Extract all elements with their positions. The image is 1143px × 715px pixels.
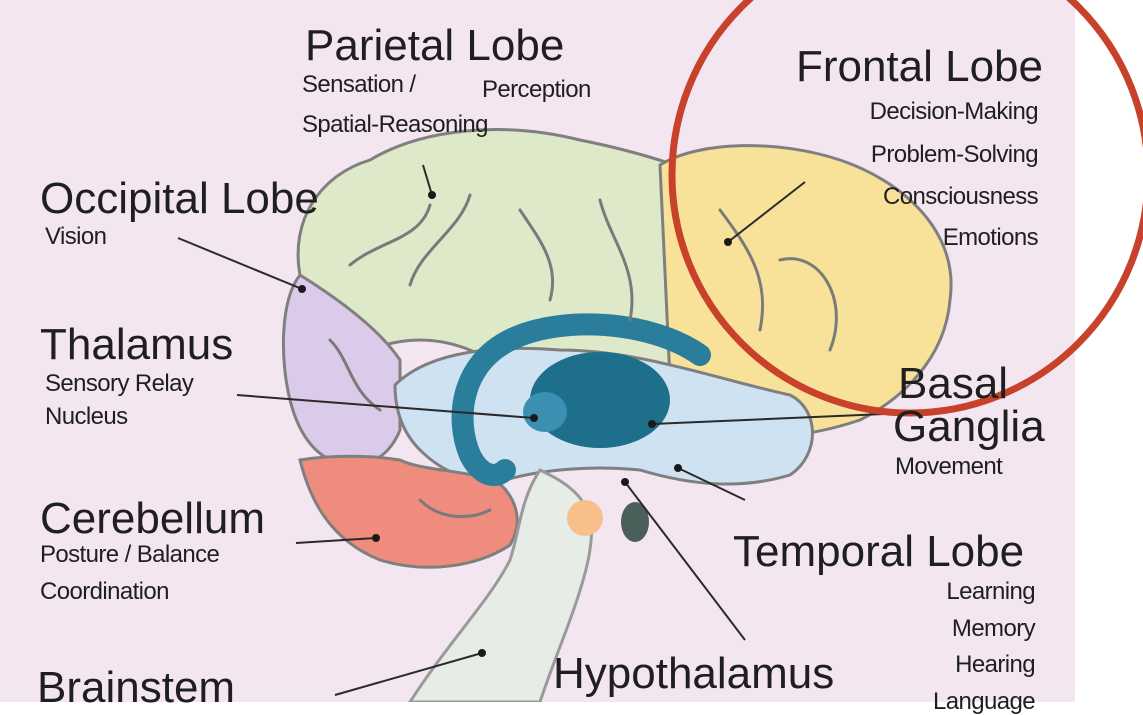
occipital-lobe-title: Occipital Lobe bbox=[40, 177, 319, 221]
parietal-lobe-title: Parietal Lobe bbox=[305, 24, 564, 68]
frontal-function-problem: Problem-Solving bbox=[871, 143, 1038, 167]
frontal-function-consciousness: Consciousness bbox=[883, 185, 1038, 209]
occipital-dot bbox=[298, 285, 306, 293]
basal-ganglia-title-line1: Basal bbox=[898, 362, 1008, 406]
thalamus-highlight bbox=[523, 392, 567, 432]
basal-function-movement: Movement bbox=[895, 455, 1002, 479]
pituitary bbox=[567, 500, 603, 536]
temporal-lobe-title: Temporal Lobe bbox=[733, 530, 1024, 574]
thalamus-function-relay: Sensory Relay bbox=[45, 372, 193, 396]
cerebellum-title: Cerebellum bbox=[40, 497, 265, 541]
basal-ganglia-title-line2: Ganglia bbox=[893, 405, 1045, 449]
occipital-function-vision: Vision bbox=[45, 225, 106, 249]
thalamus-function-nucleus: Nucleus bbox=[45, 405, 128, 429]
temporal-function-hearing: Hearing bbox=[955, 653, 1035, 677]
cerebellum-dot bbox=[372, 534, 380, 542]
frontal-function-decision: Decision-Making bbox=[870, 100, 1038, 124]
frontal-lobe-title: Frontal Lobe bbox=[796, 45, 1043, 89]
basal-dot bbox=[648, 420, 656, 428]
brainstem-dot bbox=[478, 649, 486, 657]
parietal-dot bbox=[428, 191, 436, 199]
thalamus-dot bbox=[530, 414, 538, 422]
cerebellum-function-coordination: Coordination bbox=[40, 580, 169, 604]
thalamus-title: Thalamus bbox=[40, 323, 233, 367]
parietal-function-sensation: Sensation / bbox=[302, 73, 415, 97]
temporal-function-learning: Learning bbox=[946, 580, 1035, 604]
frontal-function-emotions: Emotions bbox=[943, 226, 1038, 250]
brainstem-title: Brainstem bbox=[37, 666, 235, 710]
parietal-function-spatial: Spatial-Reasoning bbox=[302, 113, 488, 137]
temporal-dot bbox=[674, 464, 682, 472]
hypothalamus-title: Hypothalamus bbox=[553, 652, 834, 696]
hypothalamus-dot bbox=[621, 478, 629, 486]
cerebellum-function-posture: Posture / Balance bbox=[40, 543, 219, 567]
frontal-dot bbox=[724, 238, 732, 246]
temporal-function-language: Language bbox=[933, 690, 1035, 714]
parietal-function-perception: Perception bbox=[482, 78, 591, 102]
temporal-function-memory: Memory bbox=[952, 617, 1035, 641]
